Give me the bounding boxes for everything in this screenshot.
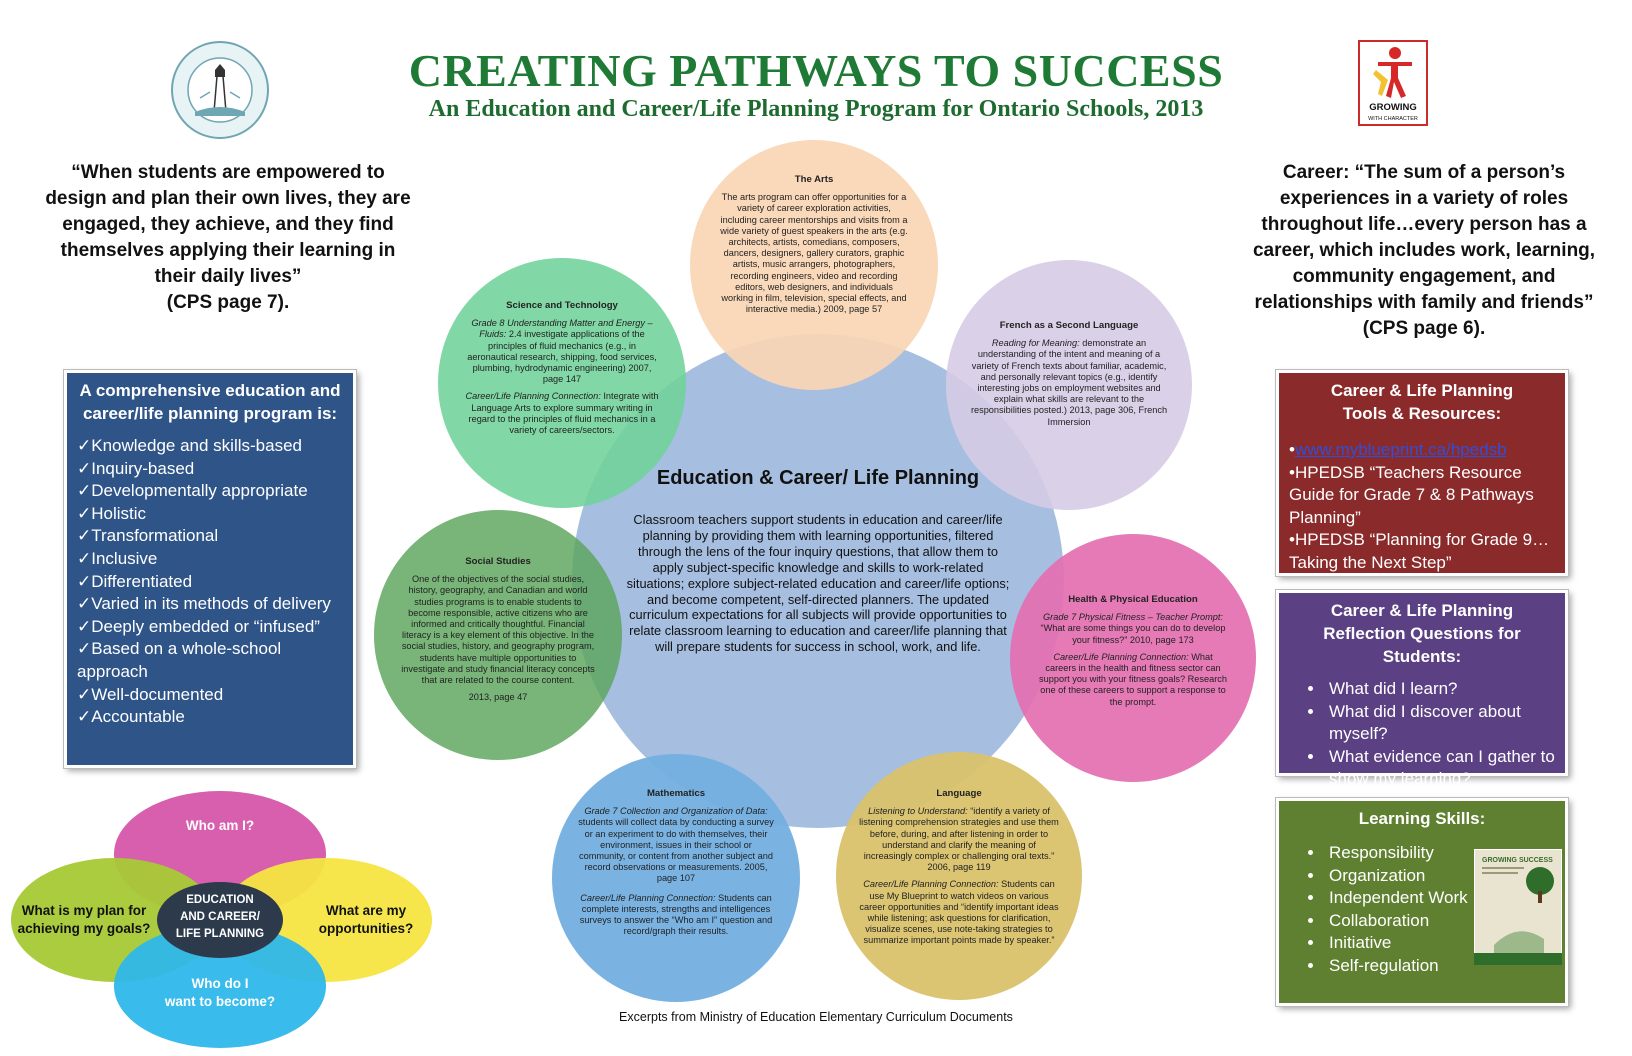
list-item: Independent Work <box>1325 887 1555 910</box>
health-italic: Grade 7 Physical Fitness – Teacher Promp… <box>1043 612 1223 623</box>
science-connection-label: Career/Life Planning Connection: <box>465 391 601 402</box>
page-title: CREATING PATHWAYS TO SUCCESS <box>408 45 1224 96</box>
right-quote: Career: “The sum of a person’s experienc… <box>1252 162 1596 339</box>
myblueprint-link-text[interactable]: www.myblueprint.ca/hpedsb <box>1294 440 1507 459</box>
page-subtitle: An Education and Career/Life Planning Pr… <box>428 96 1204 122</box>
list-item: Organization <box>1325 865 1555 888</box>
health-title: Health & Physical Education <box>1068 594 1198 605</box>
venn-bottom-label-1: Who do I <box>192 976 249 991</box>
growing-with-character-logo: GROWING WITH CHARACTER <box>1358 40 1428 126</box>
french-body: demonstrate an understanding of the inte… <box>970 338 1168 427</box>
venn-left-label-2: achieving my goals? <box>18 921 151 936</box>
language-italic: Listening to Understand: <box>868 806 968 817</box>
language-title: Language <box>936 788 982 799</box>
list-item: ✓Based on a whole-school approach <box>77 639 282 681</box>
venn-center-label-2: AND CAREER/ <box>180 911 261 923</box>
mathematics-circle: Mathematics Grade 7 Collection and Organ… <box>552 754 800 1002</box>
svg-text:WITH CHARACTER: WITH CHARACTER <box>1368 116 1418 122</box>
center-body: Classroom teachers support students in e… <box>626 512 1010 655</box>
french-italic: Reading for Meaning: <box>991 338 1080 349</box>
list-item: What did I learn? <box>1325 678 1555 701</box>
school-board-logo <box>171 41 269 139</box>
learning-skills-heading: Learning Skills: <box>1358 809 1486 828</box>
social-studies-title: Social Studies <box>465 556 531 567</box>
health-body: “What are some things you can do to deve… <box>1040 623 1226 645</box>
list-item: ✓Differentiated <box>77 571 193 591</box>
health-circle: Health & Physical Education Grade 7 Phys… <box>1010 534 1256 782</box>
list-item: Collaboration <box>1325 910 1555 933</box>
venn-left-label-1: What is my plan for <box>22 903 147 918</box>
learning-skills-list: Responsibility Organization Independent … <box>1289 842 1555 978</box>
language-connection-label: Career/Life Planning Connection: <box>863 879 999 890</box>
tools-box-heading: Career & Life Planning Tools & Resources… <box>1330 381 1514 423</box>
program-box: A comprehensive education and career/lif… <box>64 370 356 768</box>
list-item: Initiative <box>1325 932 1555 955</box>
program-box-heading: A comprehensive education and career/lif… <box>79 381 341 423</box>
venn-bottom-label-2: want to become? <box>164 994 275 1009</box>
french-title: French as a Second Language <box>999 320 1139 331</box>
list-item: ✓Varied in its methods of delivery <box>77 594 331 614</box>
four-questions-venn: Who am I? What is my plan for achieving … <box>11 791 432 1048</box>
center-title: Education & Career/ Life Planning <box>656 467 980 489</box>
arts-body: The arts program can offer opportunities… <box>720 192 908 315</box>
list-item: Responsibility <box>1325 842 1555 865</box>
learning-skills-box: Learning Skills: Responsibility Organiza… <box>1276 798 1568 1006</box>
book-title: GROWING SUCCESS <box>1482 857 1553 864</box>
mathematics-connection-label: Career/Life Planning Connection: <box>580 892 716 903</box>
science-body: 2.4 investigate applications of the prin… <box>467 329 657 385</box>
growing-success-book-image: GROWING SUCCESS <box>1474 849 1562 965</box>
list-item: ✓Inquiry-based <box>77 458 195 478</box>
science-circle: Science and Technology Grade 8 Understan… <box>438 258 686 508</box>
list-item: •HPEDSB “Planning for Grade 9…Taking the… <box>1289 530 1550 572</box>
program-list: ✓Knowledge and skills-based ✓Inquiry-bas… <box>77 435 343 729</box>
left-quote: “When students are empowered to design a… <box>45 162 411 313</box>
science-title: Science and Technology <box>506 300 618 311</box>
mathematics-connection-body: Students can complete interests, strengt… <box>579 892 773 937</box>
list-item: ✓Accountable <box>77 707 185 727</box>
language-connection-body: Students can use My Blueprint to watch v… <box>859 879 1059 946</box>
venn-center-label-1: EDUCATION <box>186 894 254 906</box>
mathematics-italic: Grade 7 Collection and Organization of D… <box>584 806 768 817</box>
list-item: ✓Developmentally appropriate <box>77 481 308 501</box>
venn-bottom-ellipse <box>114 924 326 1048</box>
science-connection-body: Integrate with Language Arts to explore … <box>468 391 659 436</box>
list-item: •HPEDSB “Teachers Resource Guide for Gra… <box>1289 462 1534 527</box>
list-item: What evidence can I gather to show my le… <box>1325 746 1555 791</box>
list-item: ✓Holistic <box>77 503 147 523</box>
list-item: ✓Knowledge and skills-based <box>77 436 302 455</box>
science-italic: Grade 8 Understanding Matter and Energy … <box>471 318 653 340</box>
health-connection-label: Career/Life Planning Connection: <box>1053 651 1189 662</box>
social-studies-ref: 2013, page 47 <box>468 692 528 703</box>
reflection-box-heading: Career & Life Planning Reflection Questi… <box>1323 601 1521 666</box>
language-body: “identify a variety of listening compreh… <box>859 806 1059 873</box>
reflection-box: Career & Life Planning Reflection Questi… <box>1276 590 1568 788</box>
mathematics-body: students will collect data by conducting… <box>578 817 774 884</box>
venn-center-ellipse <box>157 882 283 958</box>
health-connection-body: What careers in the health and fitness s… <box>1039 651 1227 707</box>
svg-text:GROWING: GROWING <box>1369 102 1417 113</box>
reflection-list: What did I learn? What did I discover ab… <box>1289 678 1555 791</box>
tools-box: Career & Life Planning Tools & Resources… <box>1276 370 1568 576</box>
venn-right-label-1: What are my <box>326 903 407 918</box>
venn-right-label-2: opportunities? <box>319 921 414 936</box>
arts-circle: The Arts The arts program can offer oppo… <box>690 140 938 390</box>
french-circle: French as a Second Language Reading for … <box>946 260 1192 510</box>
footer-note: Excerpts from Ministry of Education Elem… <box>619 1010 1013 1024</box>
language-circle: Language Listening to Understand: “ident… <box>836 752 1082 1000</box>
list-item: Self-regulation <box>1325 955 1555 978</box>
list-item: ✓Inclusive <box>77 548 158 568</box>
venn-top-label: Who am I? <box>186 818 254 833</box>
list-item: ✓Well-documented <box>77 684 224 704</box>
social-studies-circle: Social Studies One of the objectives of … <box>374 510 622 760</box>
arts-title: The Arts <box>794 174 834 185</box>
venn-center-label-3: LIFE PLANNING <box>176 928 264 940</box>
list-item: ✓Deeply embedded or “infused” <box>77 616 320 636</box>
mathematics-title: Mathematics <box>646 788 706 799</box>
list-item: ✓Transformational <box>77 526 219 546</box>
myblueprint-link[interactable]: •www.myblueprint.ca/hpedsb <box>1289 440 1507 459</box>
list-item: What did I discover about myself? <box>1325 701 1555 746</box>
social-studies-body: One of the objectives of the social stud… <box>401 574 595 686</box>
